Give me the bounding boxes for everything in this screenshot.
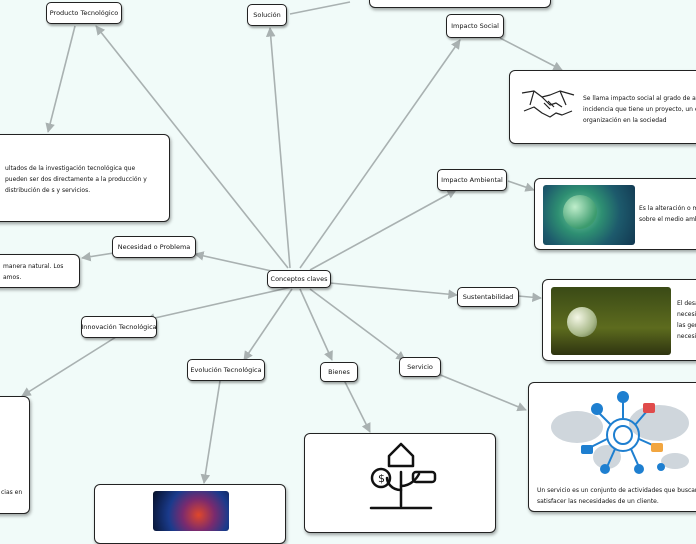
necesidad-card-text: manera natural. Los amos. — [3, 263, 64, 281]
svg-text:$: $ — [378, 472, 385, 485]
node-innovacion[interactable]: Innovación Tecnológica — [81, 316, 157, 338]
evolucion-card[interactable] — [94, 484, 286, 544]
servicio-text: Un servicio es un conjunto de actividade… — [537, 487, 696, 505]
producto-card-text: ultados de la investigación tecnológica … — [5, 165, 147, 194]
node-servicio[interactable]: Servicio — [399, 357, 441, 377]
impacto-ambiental-card[interactable]: Es la alteración o m sobre el medio amb — [534, 178, 696, 250]
network-services-icon — [551, 391, 689, 474]
solucion-card[interactable] — [369, 0, 551, 8]
node-necesidad[interactable]: Necesidad o Problema — [112, 236, 196, 258]
node-bienes[interactable]: Bienes — [320, 362, 358, 382]
abstract-tech-image — [153, 491, 229, 531]
impacto-ambiental-text: Es la alteración o m sobre el medio amb — [639, 205, 696, 223]
sustentabilidad-text: El desa necesid las gen necesid — [677, 300, 696, 340]
central-node[interactable]: Conceptos claves — [267, 270, 331, 288]
growth-plant-icon: $ — [369, 442, 437, 510]
node-solucion[interactable]: Solución — [247, 4, 287, 26]
node-producto-tecnologico[interactable]: Producto Tecnológico — [46, 2, 122, 24]
handshake-icon — [521, 90, 575, 118]
bienes-card[interactable]: $ — [304, 433, 496, 533]
globe-planet-image — [543, 185, 635, 245]
innovacion-card[interactable]: cias en — [0, 396, 30, 514]
impacto-social-text: Se llama impacto social al grado de afe … — [583, 95, 696, 124]
sustentabilidad-card[interactable]: El desa necesid las gen necesid — [542, 279, 696, 361]
crystal-globe-image — [551, 287, 671, 355]
node-sustentabilidad[interactable]: Sustentabilidad — [457, 287, 519, 307]
servicio-card[interactable]: Un servicio es un conjunto de actividade… — [528, 382, 696, 512]
node-impacto-ambiental[interactable]: Impacto Ambiental — [437, 169, 507, 191]
node-impacto-social[interactable]: Impacto Social — [446, 14, 504, 38]
necesidad-card[interactable]: manera natural. Los amos. — [0, 254, 80, 288]
producto-card[interactable]: ultados de la investigación tecnológica … — [0, 134, 170, 222]
impacto-social-card[interactable]: Se llama impacto social al grado de afe … — [509, 70, 696, 144]
node-evolucion[interactable]: Evolución Tecnológica — [187, 359, 265, 381]
innovacion-card-text: cias en — [1, 489, 23, 496]
